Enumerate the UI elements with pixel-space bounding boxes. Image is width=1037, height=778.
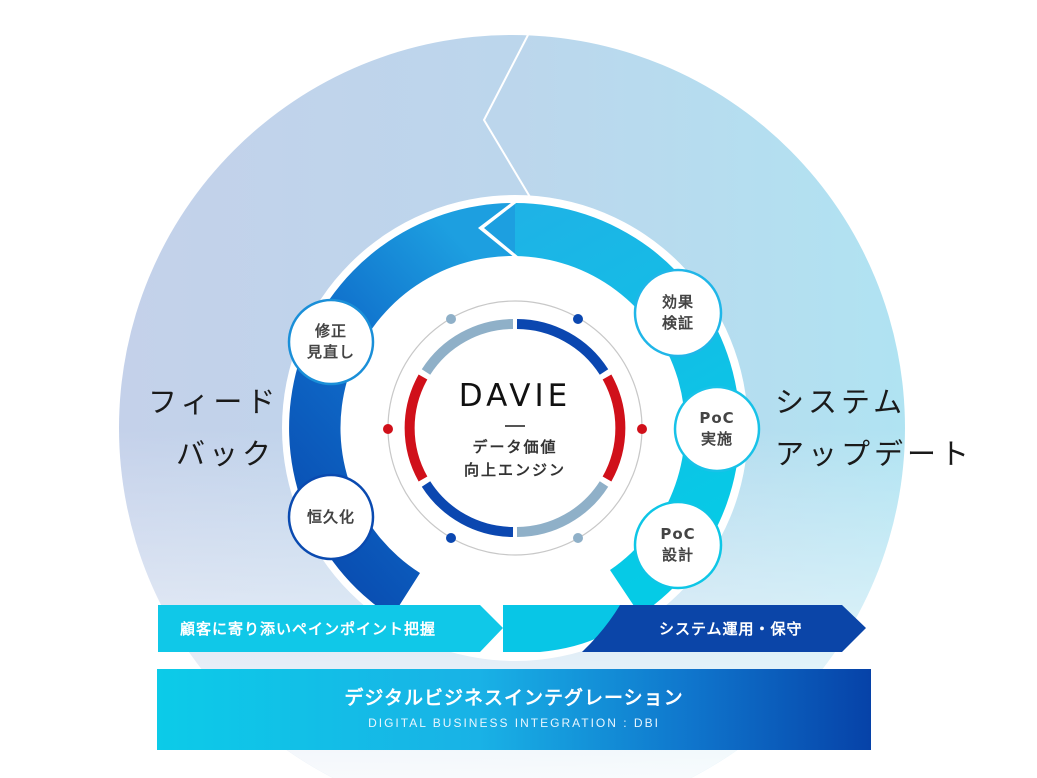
dbi-bar: [157, 669, 871, 750]
node-permanent: 恒久化: [289, 475, 373, 559]
dbi-subtitle: DIGITAL BUSINESS INTEGRATION : DBI: [368, 716, 660, 730]
feedback-label: フィード バック: [148, 376, 279, 480]
left-band-label: 顧客に寄り添いペインポイント把握: [180, 620, 437, 638]
node-effect-verification: 効果 検証: [635, 270, 721, 356]
left-arrow-band: [158, 604, 640, 653]
node-revise-line2: 見直し: [306, 343, 355, 361]
node-poc-design-line2: 設計: [661, 546, 694, 564]
node-poc-run-line1: PoC: [699, 409, 735, 427]
dbi-title: デジタルビジネスインテグレーション: [344, 687, 684, 709]
engine-subtitle-line1: データ価値: [472, 438, 558, 456]
node-poc-design-line1: PoC: [660, 525, 696, 543]
node-effect-line2: 検証: [661, 314, 694, 332]
engine-subtitle: データ価値 向上エンジン: [415, 436, 615, 482]
node-permanent-line1: 恒久化: [306, 507, 355, 526]
node-effect-line1: 効果: [661, 293, 694, 311]
node-poc-run-line2: 実施: [700, 430, 733, 448]
node-poc-run: PoC 実施: [675, 387, 759, 471]
engine-segment-ring: [404, 319, 626, 537]
right-band-label: システム運用・保守: [659, 620, 803, 638]
right-arrow-band: [582, 605, 866, 652]
engine-subtitle-line2: 向上エンジン: [463, 461, 566, 479]
node-revise: 修正 見直し: [289, 300, 373, 384]
cycle-nodes: [287, 268, 761, 590]
system-update-label: システム アップデート: [775, 376, 973, 480]
node-revise-line1: 修正: [314, 322, 347, 340]
engine-divider: [505, 425, 525, 427]
feedback-label-line2: バック: [176, 437, 276, 471]
feedback-label-line1: フィード: [148, 385, 280, 419]
system-update-label-line1: システム: [775, 385, 907, 419]
engine-dots: [383, 314, 647, 543]
node-poc-design: PoC 設計: [635, 502, 721, 588]
engine-outline: [387, 300, 643, 556]
system-update-label-line2: アップデート: [775, 437, 974, 471]
engine-title: DAVIE: [458, 378, 572, 414]
